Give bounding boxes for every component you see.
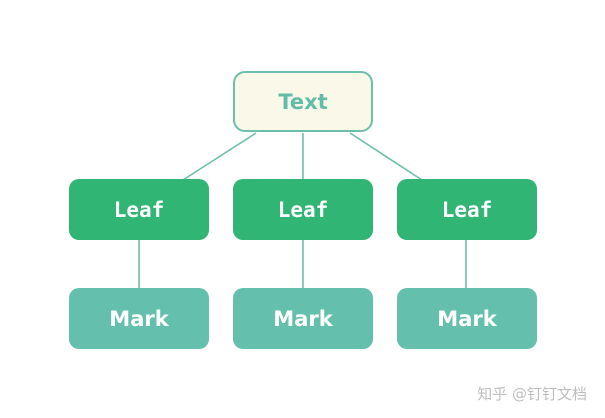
mark-node-2: Mark [233, 288, 373, 349]
mark-node-3: Mark [397, 288, 537, 349]
mark-node-label: Mark [437, 306, 497, 331]
leaf-node-label: Leaf [277, 197, 329, 222]
root-node-text: Text [233, 71, 373, 132]
watermark: 知乎 @钉钉文档 [477, 385, 587, 403]
leaf-node-3: Leaf [397, 179, 537, 240]
mark-node-1: Mark [69, 288, 209, 349]
mark-node-label: Mark [109, 306, 169, 331]
root-node-label: Text [278, 89, 328, 114]
leaf-node-1: Leaf [69, 179, 209, 240]
mark-node-label: Mark [273, 306, 333, 331]
leaf-node-2: Leaf [233, 179, 373, 240]
connector-root-leaf-1 [182, 132, 257, 181]
leaf-node-label: Leaf [113, 197, 165, 222]
connector-root-leaf-3 [349, 132, 423, 181]
leaf-node-label: Leaf [441, 197, 493, 222]
